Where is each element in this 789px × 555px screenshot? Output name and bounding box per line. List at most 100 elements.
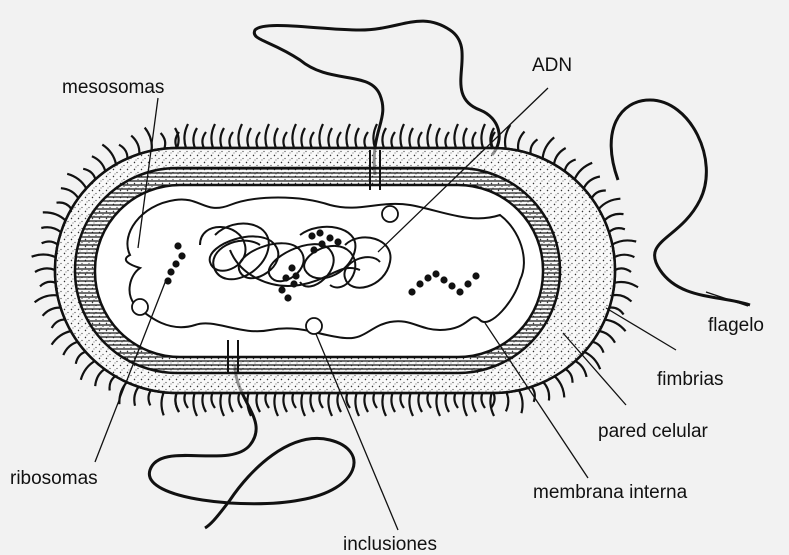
fimbria (409, 392, 413, 416)
fimbria (472, 132, 476, 148)
ribosome-dot (464, 280, 471, 287)
fimbria (454, 124, 458, 148)
fimbria (35, 295, 58, 302)
fimbria (161, 133, 166, 149)
fimbria (373, 392, 377, 408)
label-inclusiones: inclusiones (343, 535, 437, 554)
fimbria (92, 156, 105, 171)
ribosome-dot (290, 280, 297, 287)
fimbria (592, 190, 606, 198)
fimbria (518, 132, 524, 151)
fimbria (481, 124, 485, 148)
ribosome-dot (424, 274, 431, 281)
fimbria (76, 352, 87, 364)
fimbria (131, 136, 139, 154)
fimbria (265, 392, 269, 408)
ribosome-dot (316, 229, 323, 236)
ribosome-dot (432, 270, 439, 277)
fimbria (161, 391, 164, 415)
fimbria (445, 132, 449, 148)
fimbria (472, 392, 476, 412)
fimbria (506, 391, 509, 411)
fimbria (265, 124, 269, 148)
fimbria (454, 392, 458, 408)
fimbria (355, 128, 359, 148)
leader-fimbrias (606, 308, 676, 350)
fimbria (184, 124, 188, 148)
ribosome-dot (440, 276, 447, 283)
fimbria (328, 392, 332, 416)
ribosome-dot (310, 246, 317, 253)
fimbria (319, 392, 323, 408)
fimbria (301, 392, 305, 416)
fimbria (463, 128, 467, 148)
inclusion-2 (132, 299, 148, 315)
fimbria (283, 132, 287, 148)
ribosome-dot (318, 240, 325, 247)
ribosome-dot (334, 238, 341, 245)
leader-pared (563, 333, 626, 405)
fimbria (599, 199, 621, 209)
fimbria (409, 128, 413, 148)
fimbria (575, 361, 587, 377)
fimbria (337, 392, 341, 412)
inclusion-3 (306, 318, 322, 334)
fimbria (543, 137, 555, 158)
fimbria (575, 163, 593, 180)
fimbria (238, 124, 242, 148)
fimbria (391, 392, 395, 412)
ribosome-dot (456, 288, 463, 295)
fimbria (391, 132, 395, 148)
fimbria (184, 392, 188, 408)
ribosome-dot (172, 260, 179, 267)
fimbria (292, 124, 296, 148)
fimbria (614, 255, 634, 258)
fimbria (32, 254, 56, 257)
ribosome-dot (448, 282, 455, 289)
fimbria (531, 139, 538, 154)
fimbria (83, 169, 95, 180)
fimbria (605, 214, 624, 221)
fimbria (220, 392, 224, 416)
fimbria (418, 132, 422, 148)
fimbria (614, 282, 638, 287)
fimbria (110, 376, 116, 391)
label-fimbrias: fimbrias (657, 370, 724, 389)
fimbria (134, 386, 139, 406)
fimbria (95, 369, 105, 386)
fimbria (518, 389, 522, 413)
fimbria (565, 369, 573, 383)
fimbria (355, 392, 359, 416)
fimbria (543, 382, 550, 401)
fimbria (584, 177, 600, 189)
ribosome-dot (292, 272, 299, 279)
fimbria (554, 148, 566, 164)
fimbria (310, 392, 314, 412)
fimbria (337, 132, 341, 148)
fimbria (612, 295, 631, 301)
fimbria (119, 382, 127, 405)
fimbria (400, 124, 404, 148)
fimbria (57, 203, 72, 209)
fimbria (612, 240, 636, 244)
ribosome-dot (416, 280, 423, 287)
fimbria (274, 128, 278, 148)
fimbria (274, 392, 278, 416)
fimbria (211, 124, 215, 148)
fimbria (193, 128, 197, 148)
fimbria (202, 392, 206, 412)
ribosome-dot (167, 268, 174, 275)
label-pared-celular: pared celular (598, 422, 708, 441)
fimbria (40, 282, 56, 287)
fimbria (43, 308, 61, 316)
fimbria (605, 320, 626, 332)
fimbria (256, 392, 260, 412)
leader-flagelo (706, 292, 748, 306)
fimbria (609, 228, 625, 232)
fimbria (427, 392, 431, 408)
fimbria (554, 376, 564, 398)
fimbria (382, 128, 386, 148)
fimbria (400, 392, 404, 408)
fimbria (211, 392, 215, 408)
fimbria (229, 392, 233, 412)
